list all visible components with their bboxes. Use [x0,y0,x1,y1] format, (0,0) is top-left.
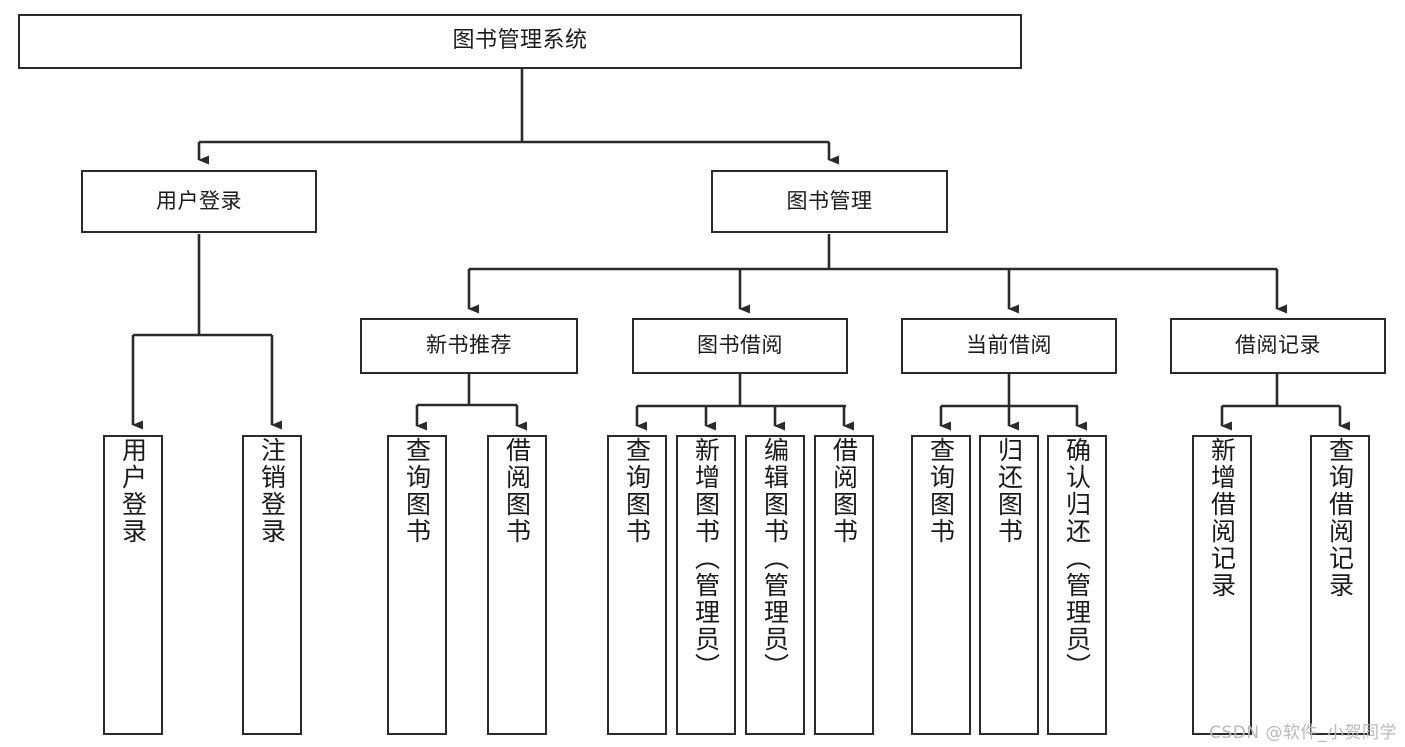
node-borrow-record[interactable]: 借阅记录 [1170,318,1386,374]
node-book-manage[interactable]: 图书管理 [711,170,948,233]
node-leaf-add-borrow-record[interactable]: 新增借阅记录 [1192,435,1252,735]
node-root-system-label: 图书管理系统 [452,28,588,54]
node-new-book-recommend[interactable]: 新书推荐 [360,318,578,374]
node-leaf-add-book-admin-label: 新增图书（管理员） [691,437,721,680]
node-leaf-query-book-recommend[interactable]: 查询图书 [387,435,447,735]
node-leaf-edit-book-admin-label: 编辑图书（管理员） [760,437,790,680]
node-leaf-borrow-book-recommend-label: 借阅图书 [502,437,532,545]
node-user-login-label: 用户登录 [156,188,242,213]
node-leaf-return-book[interactable]: 归还图书 [979,435,1039,735]
node-book-manage-label: 图书管理 [786,188,873,213]
node-new-book-recommend-label: 新书推荐 [426,333,512,358]
node-leaf-add-book-admin[interactable]: 新增图书（管理员） [676,435,736,735]
node-leaf-query-book-current[interactable]: 查询图书 [911,435,971,735]
node-book-borrow-label: 图书借阅 [697,333,783,358]
csdn-watermark: CSDN @软件_小贺同学 [1209,723,1397,743]
node-leaf-borrow-book-recommend[interactable]: 借阅图书 [487,435,547,735]
node-leaf-edit-book-admin[interactable]: 编辑图书（管理员） [745,435,805,735]
node-book-borrow[interactable]: 图书借阅 [632,318,848,374]
node-borrow-record-label: 借阅记录 [1235,333,1321,358]
node-leaf-confirm-return-admin-label: 确认归还（管理员） [1062,437,1092,680]
node-current-borrow[interactable]: 当前借阅 [901,318,1117,374]
node-leaf-borrow-book-label: 借阅图书 [829,437,859,545]
node-leaf-query-borrow-record[interactable]: 查询借阅记录 [1310,435,1370,735]
node-leaf-logout-label: 注销登录 [257,437,287,545]
node-leaf-user-login-label: 用户登录 [118,437,148,545]
node-user-login[interactable]: 用户登录 [81,170,317,233]
node-leaf-user-login[interactable]: 用户登录 [103,435,163,735]
node-current-borrow-label: 当前借阅 [966,333,1052,358]
node-leaf-query-book-recommend-label: 查询图书 [402,437,432,545]
node-leaf-query-book-borrow[interactable]: 查询图书 [607,435,667,735]
node-leaf-borrow-book[interactable]: 借阅图书 [814,435,874,735]
node-leaf-query-book-current-label: 查询图书 [926,437,956,545]
node-leaf-add-borrow-record-label: 新增借阅记录 [1207,437,1237,599]
node-leaf-logout[interactable]: 注销登录 [242,435,302,735]
node-leaf-return-book-label: 归还图书 [994,437,1024,545]
node-root-system[interactable]: 图书管理系统 [18,14,1022,69]
node-leaf-query-book-borrow-label: 查询图书 [622,437,652,545]
node-leaf-confirm-return-admin[interactable]: 确认归还（管理员） [1047,435,1107,735]
node-leaf-query-borrow-record-label: 查询借阅记录 [1325,437,1355,599]
